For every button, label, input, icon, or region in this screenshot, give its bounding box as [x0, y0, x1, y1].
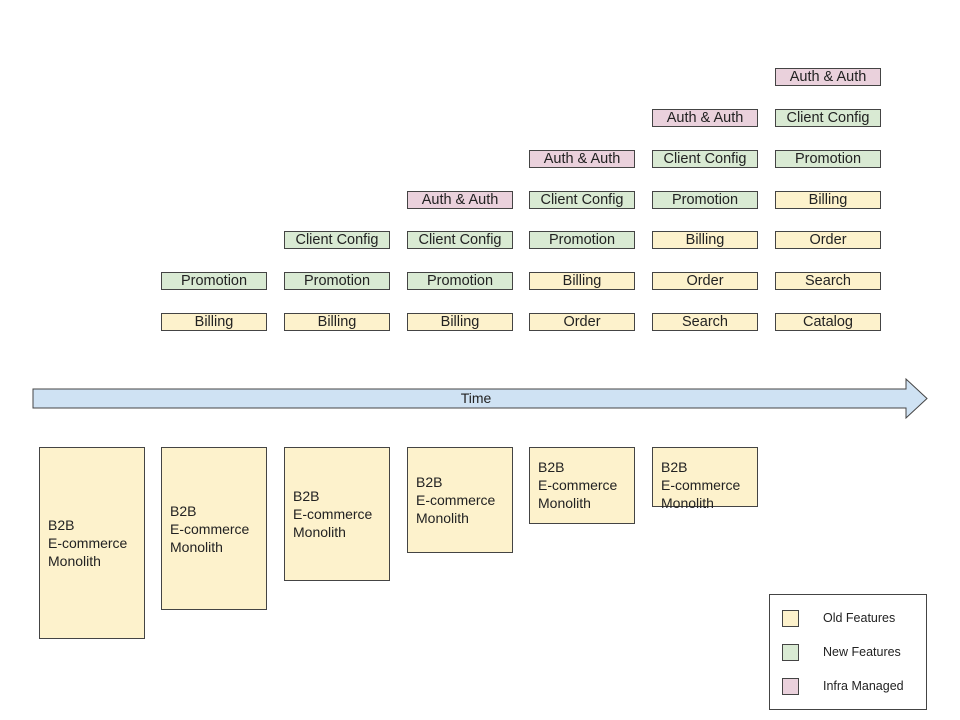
feature-box-catalog: Catalog — [775, 313, 881, 331]
feature-box-promotion: Promotion — [775, 150, 881, 168]
feature-box-promotion: Promotion — [652, 191, 758, 209]
feature-box-billing: Billing — [652, 231, 758, 249]
monolith-label-line: E-commerce — [170, 520, 250, 537]
feature-box-auth-auth: Auth & Auth — [775, 68, 881, 86]
monolith-label-line: Monolith — [293, 524, 346, 540]
feature-box-client-config: Client Config — [775, 109, 881, 127]
feature-box-auth-auth: Auth & Auth — [652, 109, 758, 127]
feature-box-billing: Billing — [775, 191, 881, 209]
feature-box-promotion: Promotion — [161, 272, 267, 290]
feature-box-search: Search — [775, 272, 881, 290]
monolith-label-line: B2B — [293, 488, 320, 504]
monolith-label-line: Monolith — [661, 495, 714, 511]
legend-label-old: Old Features — [823, 611, 896, 625]
feature-box-billing: Billing — [284, 313, 390, 331]
legend-swatch-old — [782, 609, 799, 627]
monolith-label-line: B2B — [416, 474, 443, 490]
monolith-label-line: Monolith — [170, 538, 223, 555]
feature-box-billing: Billing — [407, 313, 513, 331]
feature-box-auth-auth: Auth & Auth — [407, 191, 513, 209]
feature-box-promotion: Promotion — [529, 231, 635, 249]
monolith-label-line: Monolith — [48, 553, 101, 569]
legend-swatch-infra — [782, 677, 799, 695]
feature-box-search: Search — [652, 313, 758, 331]
monolith-label-line: E-commerce — [661, 477, 741, 493]
monolith-label-line: E-commerce — [48, 535, 128, 551]
feature-box-order: Order — [529, 313, 635, 331]
legend-swatch-new — [782, 643, 799, 661]
legend-item-old: Old Features — [782, 609, 895, 627]
monolith-label-line: E-commerce — [293, 506, 373, 522]
monolith-label-line: Monolith — [416, 510, 469, 526]
monolith-label-line: B2B — [538, 459, 565, 475]
feature-box-billing: Billing — [161, 313, 267, 331]
feature-box-auth-auth: Auth & Auth — [529, 150, 635, 168]
feature-box-client-config: Client Config — [407, 231, 513, 249]
legend-label-infra: Infra Managed — [823, 679, 904, 693]
feature-box-promotion: Promotion — [407, 272, 513, 290]
feature-box-client-config: Client Config — [529, 191, 635, 209]
legend-item-infra: Infra Managed — [782, 677, 904, 695]
monolith-label-line: B2B — [170, 502, 197, 519]
legend-label-new: New Features — [823, 645, 901, 659]
feature-box-client-config: Client Config — [284, 231, 390, 249]
monolith-label-line: B2B — [48, 517, 75, 533]
legend-item-new: New Features — [782, 643, 901, 661]
feature-box-client-config: Client Config — [652, 150, 758, 168]
monolith-label-line: E-commerce — [538, 477, 618, 493]
legend: Old Features New Features Infra Managed — [769, 594, 927, 710]
monolith-label-line: E-commerce — [416, 492, 496, 508]
feature-box-order: Order — [652, 272, 758, 290]
feature-box-promotion: Promotion — [284, 272, 390, 290]
monolith-label-line: Monolith — [538, 495, 591, 511]
timeline-arrow — [32, 377, 928, 420]
feature-box-order: Order — [775, 231, 881, 249]
monolith-label-line: B2B — [661, 459, 688, 475]
feature-box-billing: Billing — [529, 272, 635, 290]
timeline-label: Time — [460, 390, 492, 406]
